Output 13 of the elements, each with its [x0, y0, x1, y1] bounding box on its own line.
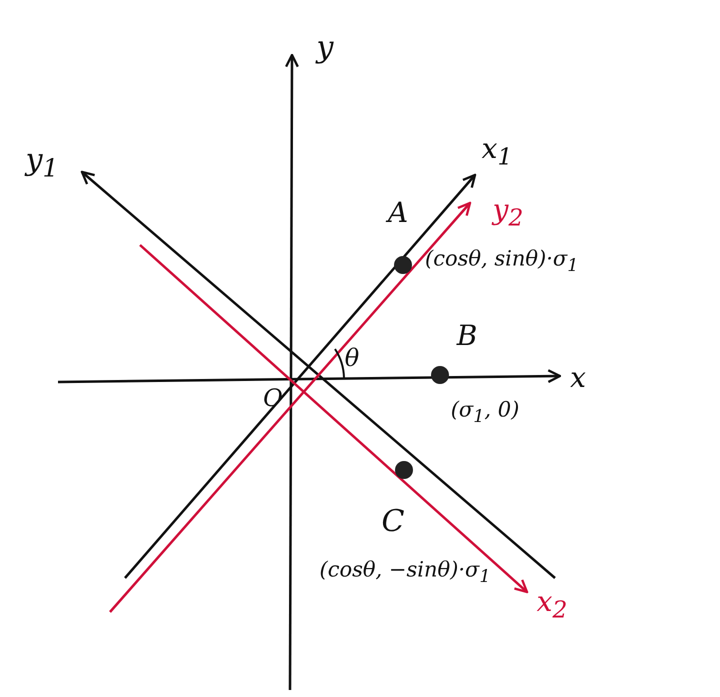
coordinate-label: (cosθ, −sinθ)·σ$_{1}$ — [320, 560, 490, 586]
axis-label: y$_{2}$ — [492, 196, 524, 230]
coordinate-label: (σ$_{1}$, 0) — [450, 400, 520, 426]
axis-label: y — [316, 33, 334, 63]
point-label: A — [388, 199, 408, 227]
axis-label: x$_{2}$ — [536, 588, 568, 622]
point-label: B — [456, 322, 478, 350]
axis-label: x — [570, 364, 586, 392]
coordinate-label: (cosθ, sinθ)·σ$_{1}$ — [425, 248, 578, 276]
axis-label: y$_{1}$ — [26, 146, 58, 180]
point-label: C — [382, 507, 404, 537]
angle-label: θ — [344, 346, 360, 370]
axis-label: x$_{1}$ — [482, 135, 512, 169]
